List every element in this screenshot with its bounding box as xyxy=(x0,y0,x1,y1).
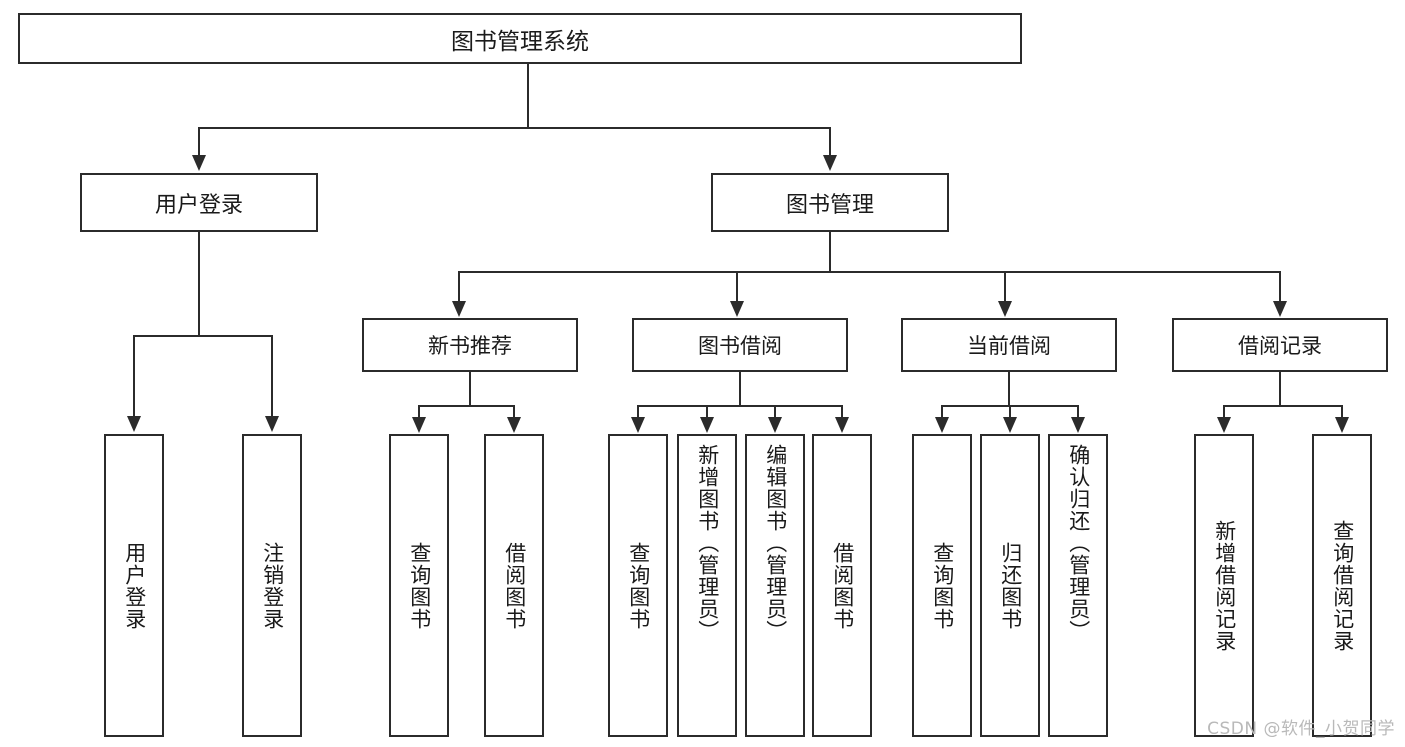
leaf-add-borrow-record[interactable]: 新增借阅记录 xyxy=(1194,434,1254,737)
arrow-to-leaf-confirm-return xyxy=(1071,417,1085,433)
arrow-to-leaf-user-login xyxy=(127,416,141,432)
connector-new-book-bar xyxy=(418,405,514,407)
leaf-query-book-current[interactable]: 查询图书 xyxy=(912,434,972,737)
connector-borrow-records-stem xyxy=(1279,372,1281,406)
arrow-to-user-login xyxy=(192,155,206,171)
node-label: 图书借阅 xyxy=(698,334,782,358)
arrow-to-leaf-query-book-2 xyxy=(631,417,645,433)
arrow-to-leaf-add-record xyxy=(1217,417,1231,433)
watermark-text: CSDN @软件_小贺同学 xyxy=(1207,719,1395,739)
leaf-query-book-borrow[interactable]: 查询图书 xyxy=(608,434,668,737)
node-label: 新增图书（管理员） xyxy=(695,444,720,642)
node-label: 图书管理 xyxy=(785,192,874,218)
node-label: 查询图书 xyxy=(626,541,651,630)
node-label: 用户登录 xyxy=(154,192,243,218)
connector-drop-bb-3 xyxy=(774,405,776,420)
node-label: 确认归还（管理员） xyxy=(1066,444,1091,642)
leaf-return-book[interactable]: 归还图书 xyxy=(980,434,1040,737)
node-label: 注销登录 xyxy=(260,541,285,630)
connector-borrow-records-bar xyxy=(1223,405,1342,407)
arrow-to-leaf-return-book xyxy=(1003,417,1017,433)
node-label: 查询图书 xyxy=(407,541,432,630)
leaf-add-book-admin[interactable]: 新增图书（管理员） xyxy=(677,434,737,737)
node-current-borrow[interactable]: 当前借阅 xyxy=(901,318,1117,372)
arrow-to-new-book-recommend xyxy=(452,301,466,317)
arrow-to-leaf-query-book-3 xyxy=(935,417,949,433)
arrow-to-leaf-query-record xyxy=(1335,417,1349,433)
arrow-to-leaf-edit-book xyxy=(768,417,782,433)
arrow-to-book-manage xyxy=(823,155,837,171)
connector-drop-leaf-logout xyxy=(271,335,273,418)
connector-book-borrow-stem xyxy=(739,372,741,406)
node-book-borrow[interactable]: 图书借阅 xyxy=(632,318,848,372)
connector-book-manage-stem xyxy=(829,232,831,272)
connector-drop-book-manage xyxy=(829,127,831,157)
connector-drop-bb-4 xyxy=(841,405,843,420)
node-label: 图书管理系统 xyxy=(451,28,589,55)
leaf-query-book-recommend[interactable]: 查询图书 xyxy=(389,434,449,737)
arrow-to-current-borrow xyxy=(998,301,1012,317)
connector-drop-br-2 xyxy=(1341,405,1343,420)
node-label: 借阅记录 xyxy=(1238,334,1322,358)
connector-drop-bb-1 xyxy=(637,405,639,420)
node-label: 当前借阅 xyxy=(967,334,1051,358)
connector-drop-cb-3 xyxy=(1077,405,1079,420)
node-label: 新书推荐 xyxy=(428,334,512,358)
node-label: 编辑图书（管理员） xyxy=(763,444,788,642)
leaf-logout[interactable]: 注销登录 xyxy=(242,434,302,737)
leaf-borrow-book-recommend[interactable]: 借阅图书 xyxy=(484,434,544,737)
arrow-to-leaf-query-book-1 xyxy=(412,417,426,433)
node-label: 归还图书 xyxy=(998,541,1023,630)
node-label: 查询图书 xyxy=(930,541,955,630)
leaf-borrow-book[interactable]: 借阅图书 xyxy=(812,434,872,737)
connector-user-login-bar xyxy=(133,335,272,337)
leaf-query-borrow-record[interactable]: 查询借阅记录 xyxy=(1312,434,1372,737)
connector-drop-cb-2 xyxy=(1009,405,1011,420)
node-new-book-recommend[interactable]: 新书推荐 xyxy=(362,318,578,372)
arrow-to-leaf-logout xyxy=(265,416,279,432)
arrow-to-leaf-borrow-book-2 xyxy=(835,417,849,433)
connector-root-stem xyxy=(527,64,529,128)
connector-drop-leaf-user-login xyxy=(133,335,135,418)
connector-drop-user-login xyxy=(198,127,200,157)
node-book-manage[interactable]: 图书管理 xyxy=(711,173,949,232)
connector-book-borrow-bar xyxy=(637,405,842,407)
arrow-to-borrow-records xyxy=(1273,301,1287,317)
connector-book-manage-bar xyxy=(458,271,1280,273)
connector-new-book-stem xyxy=(469,372,471,406)
connector-drop-bb-2 xyxy=(706,405,708,420)
connector-user-login-stem xyxy=(198,232,200,336)
node-label: 查询借阅记录 xyxy=(1330,519,1355,652)
leaf-confirm-return-admin[interactable]: 确认归还（管理员） xyxy=(1048,434,1108,737)
leaf-edit-book-admin[interactable]: 编辑图书（管理员） xyxy=(745,434,805,737)
connector-drop-book-borrow xyxy=(736,271,738,303)
connector-drop-new-book xyxy=(458,271,460,303)
node-label: 用户登录 xyxy=(122,541,147,630)
connector-drop-nb-1 xyxy=(418,405,420,420)
arrow-to-leaf-borrow-book-1 xyxy=(507,417,521,433)
node-label: 借阅图书 xyxy=(830,541,855,630)
node-borrow-records[interactable]: 借阅记录 xyxy=(1172,318,1388,372)
connector-drop-current-borrow xyxy=(1004,271,1006,303)
connector-drop-nb-2 xyxy=(513,405,515,420)
node-root-system[interactable]: 图书管理系统 xyxy=(18,13,1022,64)
node-user-login[interactable]: 用户登录 xyxy=(80,173,318,232)
arrow-to-leaf-add-book xyxy=(700,417,714,433)
leaf-user-login[interactable]: 用户登录 xyxy=(104,434,164,737)
connector-drop-borrow-records xyxy=(1279,271,1281,303)
node-label: 借阅图书 xyxy=(502,541,527,630)
connector-drop-cb-1 xyxy=(941,405,943,420)
connector-current-borrow-stem xyxy=(1008,372,1010,406)
node-label: 新增借阅记录 xyxy=(1212,519,1237,652)
connector-drop-br-1 xyxy=(1223,405,1225,420)
arrow-to-book-borrow xyxy=(730,301,744,317)
connector-root-bar xyxy=(198,127,830,129)
